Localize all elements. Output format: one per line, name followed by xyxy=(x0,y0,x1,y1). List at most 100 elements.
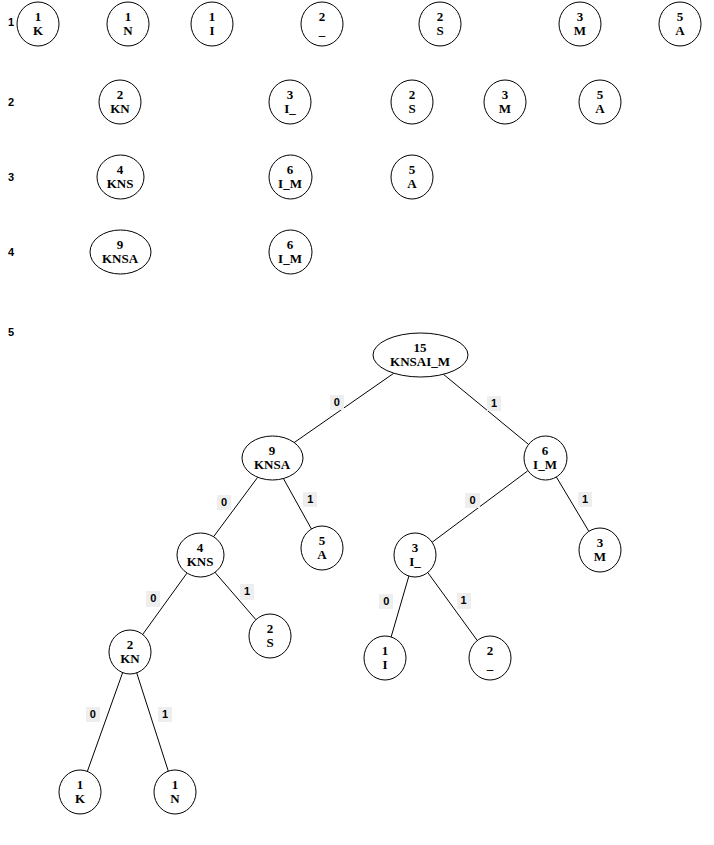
tree-node: 2KN xyxy=(98,79,142,125)
tree-node: 1K xyxy=(58,769,102,815)
node-text: 5A xyxy=(407,163,416,192)
node-text: 9KNSA xyxy=(102,238,138,267)
edge-bit: 1 xyxy=(487,396,501,411)
symbol-set: M xyxy=(574,24,586,38)
node-text: 2_ xyxy=(487,644,494,673)
tree-edge xyxy=(294,373,394,442)
tree-node: 2_ xyxy=(468,635,512,681)
symbol-set: _ xyxy=(487,658,494,672)
tree-edge xyxy=(443,374,528,444)
edge-bit: 0 xyxy=(86,707,100,722)
node-text: 2S xyxy=(266,622,273,651)
tree-edge xyxy=(391,576,409,637)
weight-number: 1 xyxy=(170,778,179,792)
tree-node: 3I_ xyxy=(268,79,312,125)
edge-bit: 0 xyxy=(330,395,344,410)
node-text: 1N xyxy=(170,778,179,807)
tree-node: 2S xyxy=(248,613,292,659)
weight-number: 2 xyxy=(110,88,130,102)
node-text: 5A xyxy=(675,10,684,39)
symbol-set: I xyxy=(382,658,389,672)
tree-edge xyxy=(137,673,169,771)
symbol-set: K xyxy=(33,24,43,38)
tree-node: 4KNS xyxy=(176,532,225,578)
node-text: 6I_M xyxy=(533,444,557,473)
weight-number: 3 xyxy=(574,10,586,24)
row-number: 4 xyxy=(8,246,14,258)
symbol-set: KNSAI_M xyxy=(390,355,450,369)
weight-number: 3 xyxy=(409,541,421,555)
symbol-set: I_M xyxy=(533,458,557,472)
tree-edge xyxy=(87,673,122,772)
weight-number: 2 xyxy=(266,622,273,636)
row-number: 3 xyxy=(8,171,14,183)
symbol-set: KNSA xyxy=(254,458,290,472)
node-text: 1I xyxy=(382,644,389,673)
node-text: 3I_ xyxy=(409,541,421,570)
tree-node: 1I xyxy=(363,635,407,681)
symbol-set: KN xyxy=(120,652,140,666)
symbol-set: S xyxy=(266,636,273,650)
weight-number: 2 xyxy=(487,644,494,658)
node-text: 2KN xyxy=(120,638,140,667)
tree-edge xyxy=(432,471,528,542)
node-text: 3I_ xyxy=(284,88,296,117)
weight-number: 2 xyxy=(408,88,415,102)
weight-number: 3 xyxy=(284,88,296,102)
symbol-set: I_M xyxy=(278,177,302,191)
weight-number: 1 xyxy=(123,10,132,24)
tree-node: 5A xyxy=(300,525,344,571)
symbol-set: KN xyxy=(110,102,130,116)
weight-number: 2 xyxy=(436,10,443,24)
node-text: 5A xyxy=(317,534,326,563)
symbol-set: N xyxy=(123,24,132,38)
node-text: 15KNSAI_M xyxy=(390,341,450,370)
symbol-set: M xyxy=(499,102,511,116)
weight-number: 5 xyxy=(675,10,684,24)
weight-number: 9 xyxy=(254,444,290,458)
weight-number: 5 xyxy=(317,534,326,548)
weight-number: 15 xyxy=(390,341,450,355)
node-text: 1N xyxy=(123,10,132,39)
tree-node: 3M xyxy=(558,1,602,47)
symbol-set: S xyxy=(408,102,415,116)
symbol-set: S xyxy=(436,24,443,38)
tree-edge xyxy=(428,572,478,640)
symbol-set: KNSA xyxy=(102,252,138,266)
tree-node: 1I xyxy=(190,1,234,47)
symbol-set: I_ xyxy=(409,555,421,569)
weight-number: 4 xyxy=(187,541,214,555)
symbol-set: I xyxy=(209,24,216,38)
weight-number: 1 xyxy=(75,778,85,792)
row-number: 5 xyxy=(8,326,14,338)
weight-number: 2 xyxy=(319,10,326,24)
tree-node: 3I_ xyxy=(393,532,437,578)
row-number: 2 xyxy=(8,96,14,108)
row-number: 1 xyxy=(8,16,14,28)
weight-number: 6 xyxy=(278,238,302,252)
tree-node: 5A xyxy=(390,154,434,200)
symbol-set: _ xyxy=(319,24,326,38)
node-text: 3M xyxy=(574,10,586,39)
weight-number: 3 xyxy=(499,88,511,102)
tree-node: 6I_M xyxy=(268,229,313,275)
symbol-set: A xyxy=(595,102,604,116)
symbol-set: I_ xyxy=(284,102,296,116)
node-text: 3M xyxy=(594,536,606,565)
weight-number: 4 xyxy=(107,163,134,177)
tree-node: 2KN xyxy=(108,629,152,675)
weight-number: 1 xyxy=(33,10,43,24)
node-text: 6I_M xyxy=(278,238,302,267)
symbol-set: M xyxy=(594,550,606,564)
symbol-set: KNS xyxy=(107,177,134,191)
weight-number: 1 xyxy=(209,10,216,24)
weight-number: 2 xyxy=(120,638,140,652)
tree-node: 9KNSA xyxy=(89,229,152,275)
symbol-set: N xyxy=(170,792,179,806)
edge-bit: 0 xyxy=(217,495,231,510)
node-text: 6I_M xyxy=(278,163,302,192)
tree-node: 15KNSAI_M xyxy=(372,332,469,378)
weight-number: 6 xyxy=(533,444,557,458)
